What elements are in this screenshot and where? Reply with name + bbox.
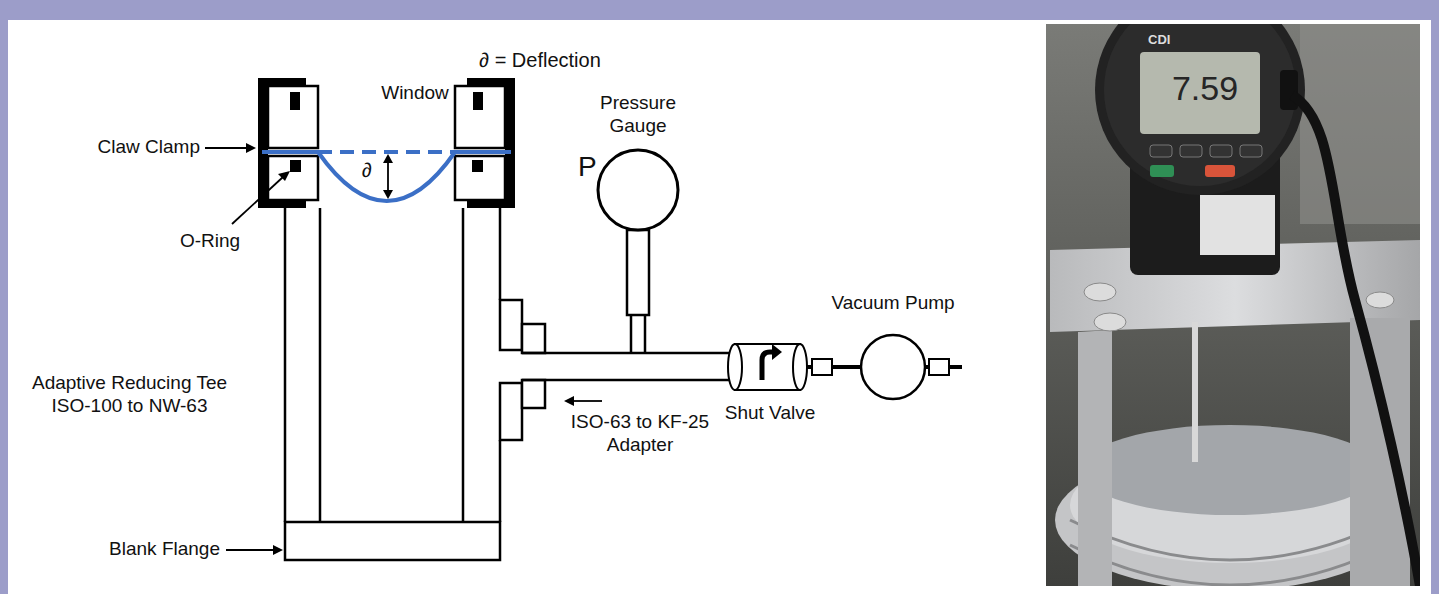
rect-shape bbox=[1240, 145, 1262, 157]
part-label: Blank Flange bbox=[95, 538, 220, 561]
rect-shape bbox=[1280, 70, 1298, 110]
rect-shape bbox=[500, 383, 522, 440]
line-shape bbox=[232, 177, 283, 224]
line-shape bbox=[226, 549, 275, 551]
symbol-label: P bbox=[578, 150, 597, 184]
ellipse-shape bbox=[1366, 292, 1394, 308]
line-shape bbox=[318, 150, 455, 154]
rect-shape bbox=[929, 359, 949, 375]
valve-cylinder bbox=[728, 344, 807, 390]
symbol-label: ∂ bbox=[362, 158, 372, 182]
rect-shape bbox=[1192, 322, 1198, 462]
leader-arrow bbox=[205, 143, 602, 555]
rect-shape bbox=[285, 522, 500, 560]
line-shape bbox=[630, 315, 633, 353]
legend-note: ∂ = Deflection bbox=[455, 48, 625, 72]
node-label: Vacuum Pump bbox=[820, 292, 966, 315]
rect-shape bbox=[1150, 165, 1174, 177]
polygon-shape bbox=[273, 545, 283, 555]
rect-shape bbox=[1210, 145, 1232, 157]
rect-shape bbox=[455, 156, 505, 200]
part-label: Window bbox=[370, 82, 460, 105]
rect-shape bbox=[500, 300, 522, 350]
polygon-shape bbox=[246, 143, 256, 153]
valve-end bbox=[793, 344, 807, 390]
claw-clamp bbox=[258, 78, 318, 208]
rect-shape bbox=[1200, 195, 1275, 255]
shut-valve: Shut Valve bbox=[722, 340, 818, 432]
photo-illustration bbox=[1046, 24, 1420, 586]
circle-shape bbox=[1095, 24, 1305, 195]
polygon-shape bbox=[383, 154, 393, 163]
rect-shape bbox=[472, 160, 483, 172]
polygon-shape bbox=[383, 190, 393, 199]
brand-text: CDI bbox=[1148, 32, 1170, 48]
rect-shape bbox=[505, 78, 515, 208]
path-shape bbox=[318, 152, 455, 201]
rect-shape bbox=[268, 156, 318, 200]
line-shape bbox=[455, 150, 511, 154]
rect-shape bbox=[522, 324, 545, 353]
pressure-gauge: Pressure GaugeP bbox=[560, 92, 690, 232]
ellipse-shape bbox=[1094, 313, 1126, 331]
ellipse-shape bbox=[1080, 425, 1380, 515]
line-shape bbox=[319, 208, 322, 522]
gauge-stem bbox=[627, 230, 649, 353]
path-shape bbox=[1292, 95, 1420, 586]
part-label: ISO-63 to KF-25 Adapter bbox=[560, 411, 720, 457]
rect-shape bbox=[1350, 318, 1410, 586]
circle-shape bbox=[1104, 24, 1296, 186]
ellipse-shape bbox=[1084, 283, 1116, 301]
display-reading: 7.59 bbox=[1160, 68, 1250, 109]
part-label: O-Ring bbox=[165, 230, 255, 253]
deflection-arrow bbox=[383, 154, 393, 199]
window-membrane bbox=[262, 152, 511, 201]
rect-shape bbox=[1180, 145, 1202, 157]
node-label: Pressure Gauge bbox=[588, 92, 688, 138]
rect-shape bbox=[812, 359, 832, 375]
valve-end bbox=[728, 344, 742, 390]
part-label: Claw Clamp bbox=[70, 136, 200, 159]
rect-shape bbox=[627, 230, 649, 315]
line-shape bbox=[387, 160, 389, 193]
line-shape bbox=[644, 315, 647, 353]
rect-shape bbox=[1140, 52, 1260, 134]
line-shape bbox=[522, 352, 736, 355]
vacuum-pump: Vacuum Pump bbox=[820, 292, 966, 402]
rect-shape bbox=[1205, 165, 1235, 177]
polygon-shape bbox=[1078, 330, 1112, 586]
polygon-shape bbox=[278, 171, 290, 181]
claw-clamp bbox=[455, 78, 515, 208]
line-shape bbox=[462, 208, 465, 522]
rect-shape bbox=[522, 380, 545, 408]
rect-shape bbox=[268, 86, 318, 148]
rect-shape bbox=[455, 86, 505, 148]
line-shape bbox=[262, 150, 318, 154]
gauge-circle bbox=[598, 150, 678, 230]
rect-shape bbox=[258, 78, 268, 208]
rect-shape bbox=[290, 92, 300, 110]
line-shape bbox=[499, 440, 502, 522]
node-label: Shut Valve bbox=[700, 402, 840, 425]
valve-body bbox=[735, 344, 800, 390]
path-shape bbox=[1070, 545, 1390, 585]
pump-circle bbox=[861, 335, 925, 399]
rect-shape bbox=[290, 160, 301, 172]
polygon-shape bbox=[564, 396, 574, 406]
part-label: Adaptive Reducing Tee ISO-100 to NW-63 bbox=[12, 372, 247, 418]
rect-shape bbox=[1150, 145, 1172, 157]
line-shape bbox=[499, 208, 502, 300]
reducing-tee bbox=[285, 208, 736, 560]
line-shape bbox=[573, 400, 602, 402]
line-shape bbox=[205, 147, 248, 149]
valve-arrowhead bbox=[772, 344, 782, 360]
path-shape bbox=[1070, 520, 1390, 560]
line-shape bbox=[284, 208, 287, 522]
line-shape bbox=[522, 379, 736, 382]
rect-shape bbox=[473, 92, 483, 110]
